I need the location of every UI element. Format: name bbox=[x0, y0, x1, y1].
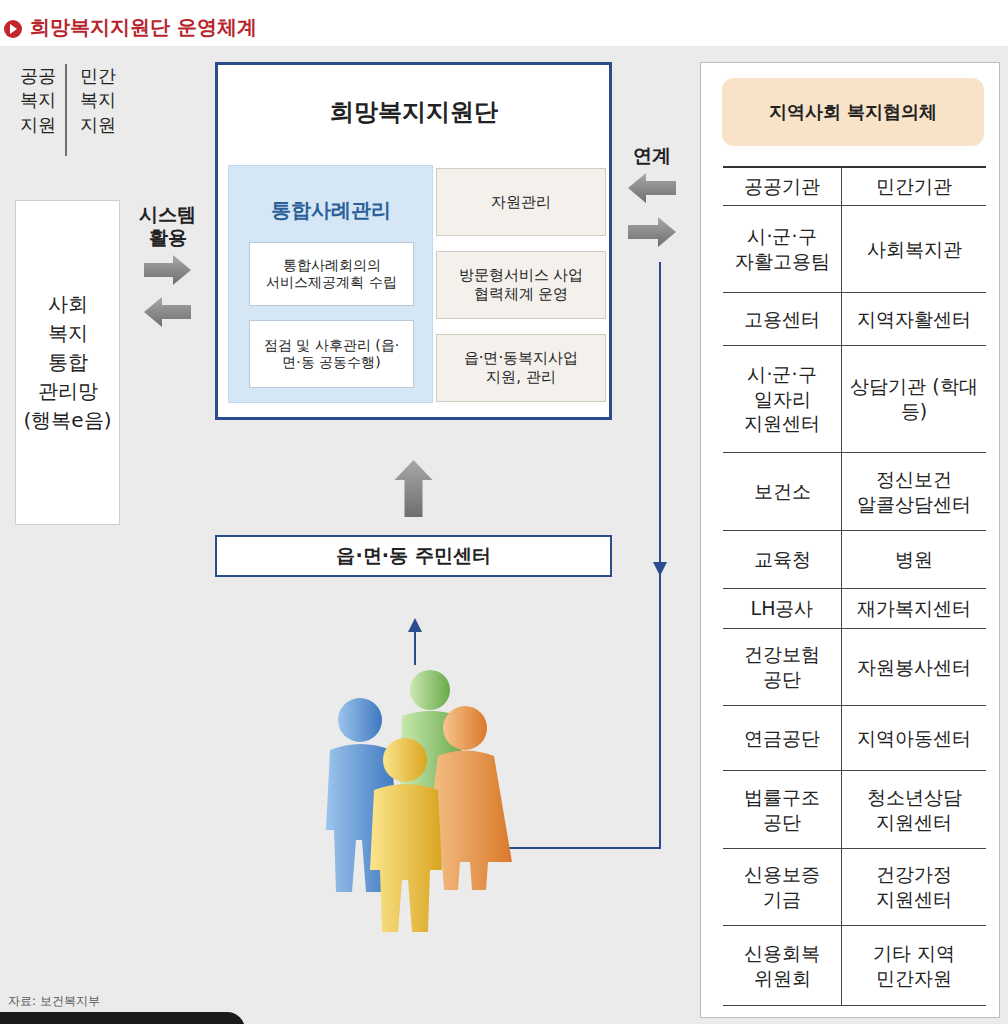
node-box: 희망복지지원단통합사례관리통합사례회의의 서비스제공계획 수립점검 및 사후관리… bbox=[215, 62, 612, 420]
cell-text: 신용보증 기금 bbox=[727, 862, 837, 911]
table-cell: 정신보건 알콜상담센터 bbox=[841, 453, 986, 531]
people-arrow bbox=[408, 618, 422, 665]
edge-label: 연계 bbox=[617, 144, 687, 168]
cell-text: 신용회복 위원회 bbox=[727, 941, 837, 990]
cell-text: 교육청 bbox=[754, 547, 811, 572]
cell-text: 정신보건 알콜상담센터 bbox=[846, 467, 982, 516]
node-text: 사회 복지 통합 관리망 (행복e음) bbox=[24, 290, 112, 435]
cell-text: 건강보험 공단 bbox=[727, 642, 837, 691]
cell-text: 자원봉사센터 bbox=[857, 655, 971, 680]
cell-text: 공공기관 bbox=[744, 174, 820, 199]
block-arrow bbox=[144, 255, 191, 285]
source-note: 자료: 보건복지부 bbox=[8, 994, 100, 1009]
node-text: 읍·면·동 주민센터 bbox=[336, 544, 490, 568]
cell-text: 지역자활센터 bbox=[857, 307, 971, 332]
header-shape: 지역사회 복지협의체 bbox=[722, 78, 984, 146]
table-cell: 병원 bbox=[841, 531, 986, 589]
connector bbox=[395, 460, 433, 517]
table-cell: 기타 지역 민간자원 bbox=[841, 926, 986, 1006]
node-text: 희망복지지원단 bbox=[226, 97, 601, 127]
table-cell: 건강가정 지원센터 bbox=[841, 849, 986, 926]
cell-text: 병원 bbox=[895, 547, 933, 572]
cell-text: 청소년상담 지원센터 bbox=[846, 785, 982, 834]
table-cell: 연금공단 bbox=[723, 706, 841, 771]
table-cell: 시·군·구 일자리 지원센터 bbox=[723, 346, 841, 453]
title-bullet bbox=[4, 20, 22, 38]
title-bullet-arrow bbox=[10, 24, 17, 34]
node-box: 사회 복지 통합 관리망 (행복e음) bbox=[15, 200, 120, 525]
column-label: 공공 복지 지원 bbox=[12, 64, 64, 137]
node-text: 자원관리 bbox=[491, 193, 551, 212]
cell-text: 기타 지역 민간자원 bbox=[846, 941, 982, 990]
block-arrow bbox=[144, 297, 191, 327]
divider-line bbox=[65, 64, 67, 156]
node-text: 방문형서비스 사업 협력체계 운영 bbox=[445, 266, 597, 304]
table-cell: 지역아동센터 bbox=[841, 706, 986, 771]
table-cell: 고용센터 bbox=[723, 293, 841, 346]
node-box: 통합사례관리통합사례회의의 서비스제공계획 수립점검 및 사후관리 (읍·면·동… bbox=[228, 165, 433, 403]
block-arrow bbox=[628, 217, 676, 247]
connector bbox=[628, 173, 676, 247]
cell-text: 민간기관 bbox=[876, 174, 952, 199]
table-cell: 자원봉사센터 bbox=[841, 629, 986, 706]
diagram-title: 희망복지지원단 운영체계 bbox=[30, 15, 257, 40]
node-box: 읍·면·동 주민센터 bbox=[215, 535, 612, 577]
table-cell: 건강보험 공단 bbox=[723, 629, 841, 706]
cell-text: 시·군·구 일자리 지원센터 bbox=[727, 362, 837, 436]
block-arrow bbox=[628, 173, 676, 203]
cell-text: 재가복지센터 bbox=[857, 596, 971, 621]
cell-text: 보건소 bbox=[754, 479, 811, 504]
edge-label: 시스템 활용 bbox=[133, 203, 203, 251]
table-cell: 신용회복 위원회 bbox=[723, 926, 841, 1006]
table-cell: 시·군·구 자활고용팀 bbox=[723, 206, 841, 293]
node-box: 자원관리 bbox=[436, 168, 606, 236]
table-cell: 교육청 bbox=[723, 531, 841, 589]
cell-text: 시·군·구 자활고용팀 bbox=[727, 224, 837, 273]
cell-text: 연금공단 bbox=[744, 726, 820, 751]
cell-text: LH공사 bbox=[751, 596, 814, 621]
cell-text: 건강가정 지원센터 bbox=[846, 862, 982, 911]
people-illustration bbox=[326, 670, 512, 932]
overlay-bar bbox=[0, 1012, 245, 1024]
table-cell: 보건소 bbox=[723, 453, 841, 531]
node-box: 통합사례회의의 서비스제공계획 수립 bbox=[249, 242, 414, 306]
cell-text: 사회복지관 bbox=[867, 237, 962, 262]
cell-text: 고용센터 bbox=[744, 307, 820, 332]
node-text: 읍·면·동복지사업 지원, 관리 bbox=[445, 349, 597, 387]
cell-text: 상담기관 (학대 등) bbox=[846, 374, 982, 423]
node-box: 지역사회 복지협의체공공기관민간기관시·군·구 자활고용팀사회복지관고용센터지역… bbox=[700, 62, 1000, 1018]
table-cell: 신용보증 기금 bbox=[723, 849, 841, 926]
column-label: 민간 복지 지원 bbox=[72, 64, 124, 137]
node-text: 점검 및 사후관리 (읍·면·동 공동수행) bbox=[258, 337, 405, 372]
cell-text: 법률구조 공단 bbox=[727, 785, 837, 834]
connector bbox=[144, 255, 191, 327]
node-text: 지역사회 복지협의체 bbox=[749, 101, 957, 124]
node-text: 통합사례회의의 서비스제공계획 수립 bbox=[258, 257, 405, 292]
node-box: 읍·면·동복지사업 지원, 관리 bbox=[436, 334, 606, 402]
table-cell: 재가복지센터 bbox=[841, 589, 986, 629]
table-cell: 사회복지관 bbox=[841, 206, 986, 293]
table-cell: 공공기관 bbox=[723, 166, 841, 206]
node-text: 통합사례관리 bbox=[237, 198, 424, 223]
node-box: 점검 및 사후관리 (읍·면·동 공동수행) bbox=[249, 320, 414, 388]
table-cell: 법률구조 공단 bbox=[723, 771, 841, 849]
ground-panel bbox=[0, 46, 1008, 1024]
table-cell: 지역자활센터 bbox=[841, 293, 986, 346]
cell-text: 지역아동센터 bbox=[857, 726, 971, 751]
table-cell: LH공사 bbox=[723, 589, 841, 629]
table-cell: 상담기관 (학대 등) bbox=[841, 346, 986, 453]
table-cell: 민간기관 bbox=[841, 166, 986, 206]
table-cell: 청소년상담 지원센터 bbox=[841, 771, 986, 849]
node-box: 방문형서비스 사업 협력체계 운영 bbox=[436, 251, 606, 319]
block-arrow bbox=[395, 460, 433, 517]
